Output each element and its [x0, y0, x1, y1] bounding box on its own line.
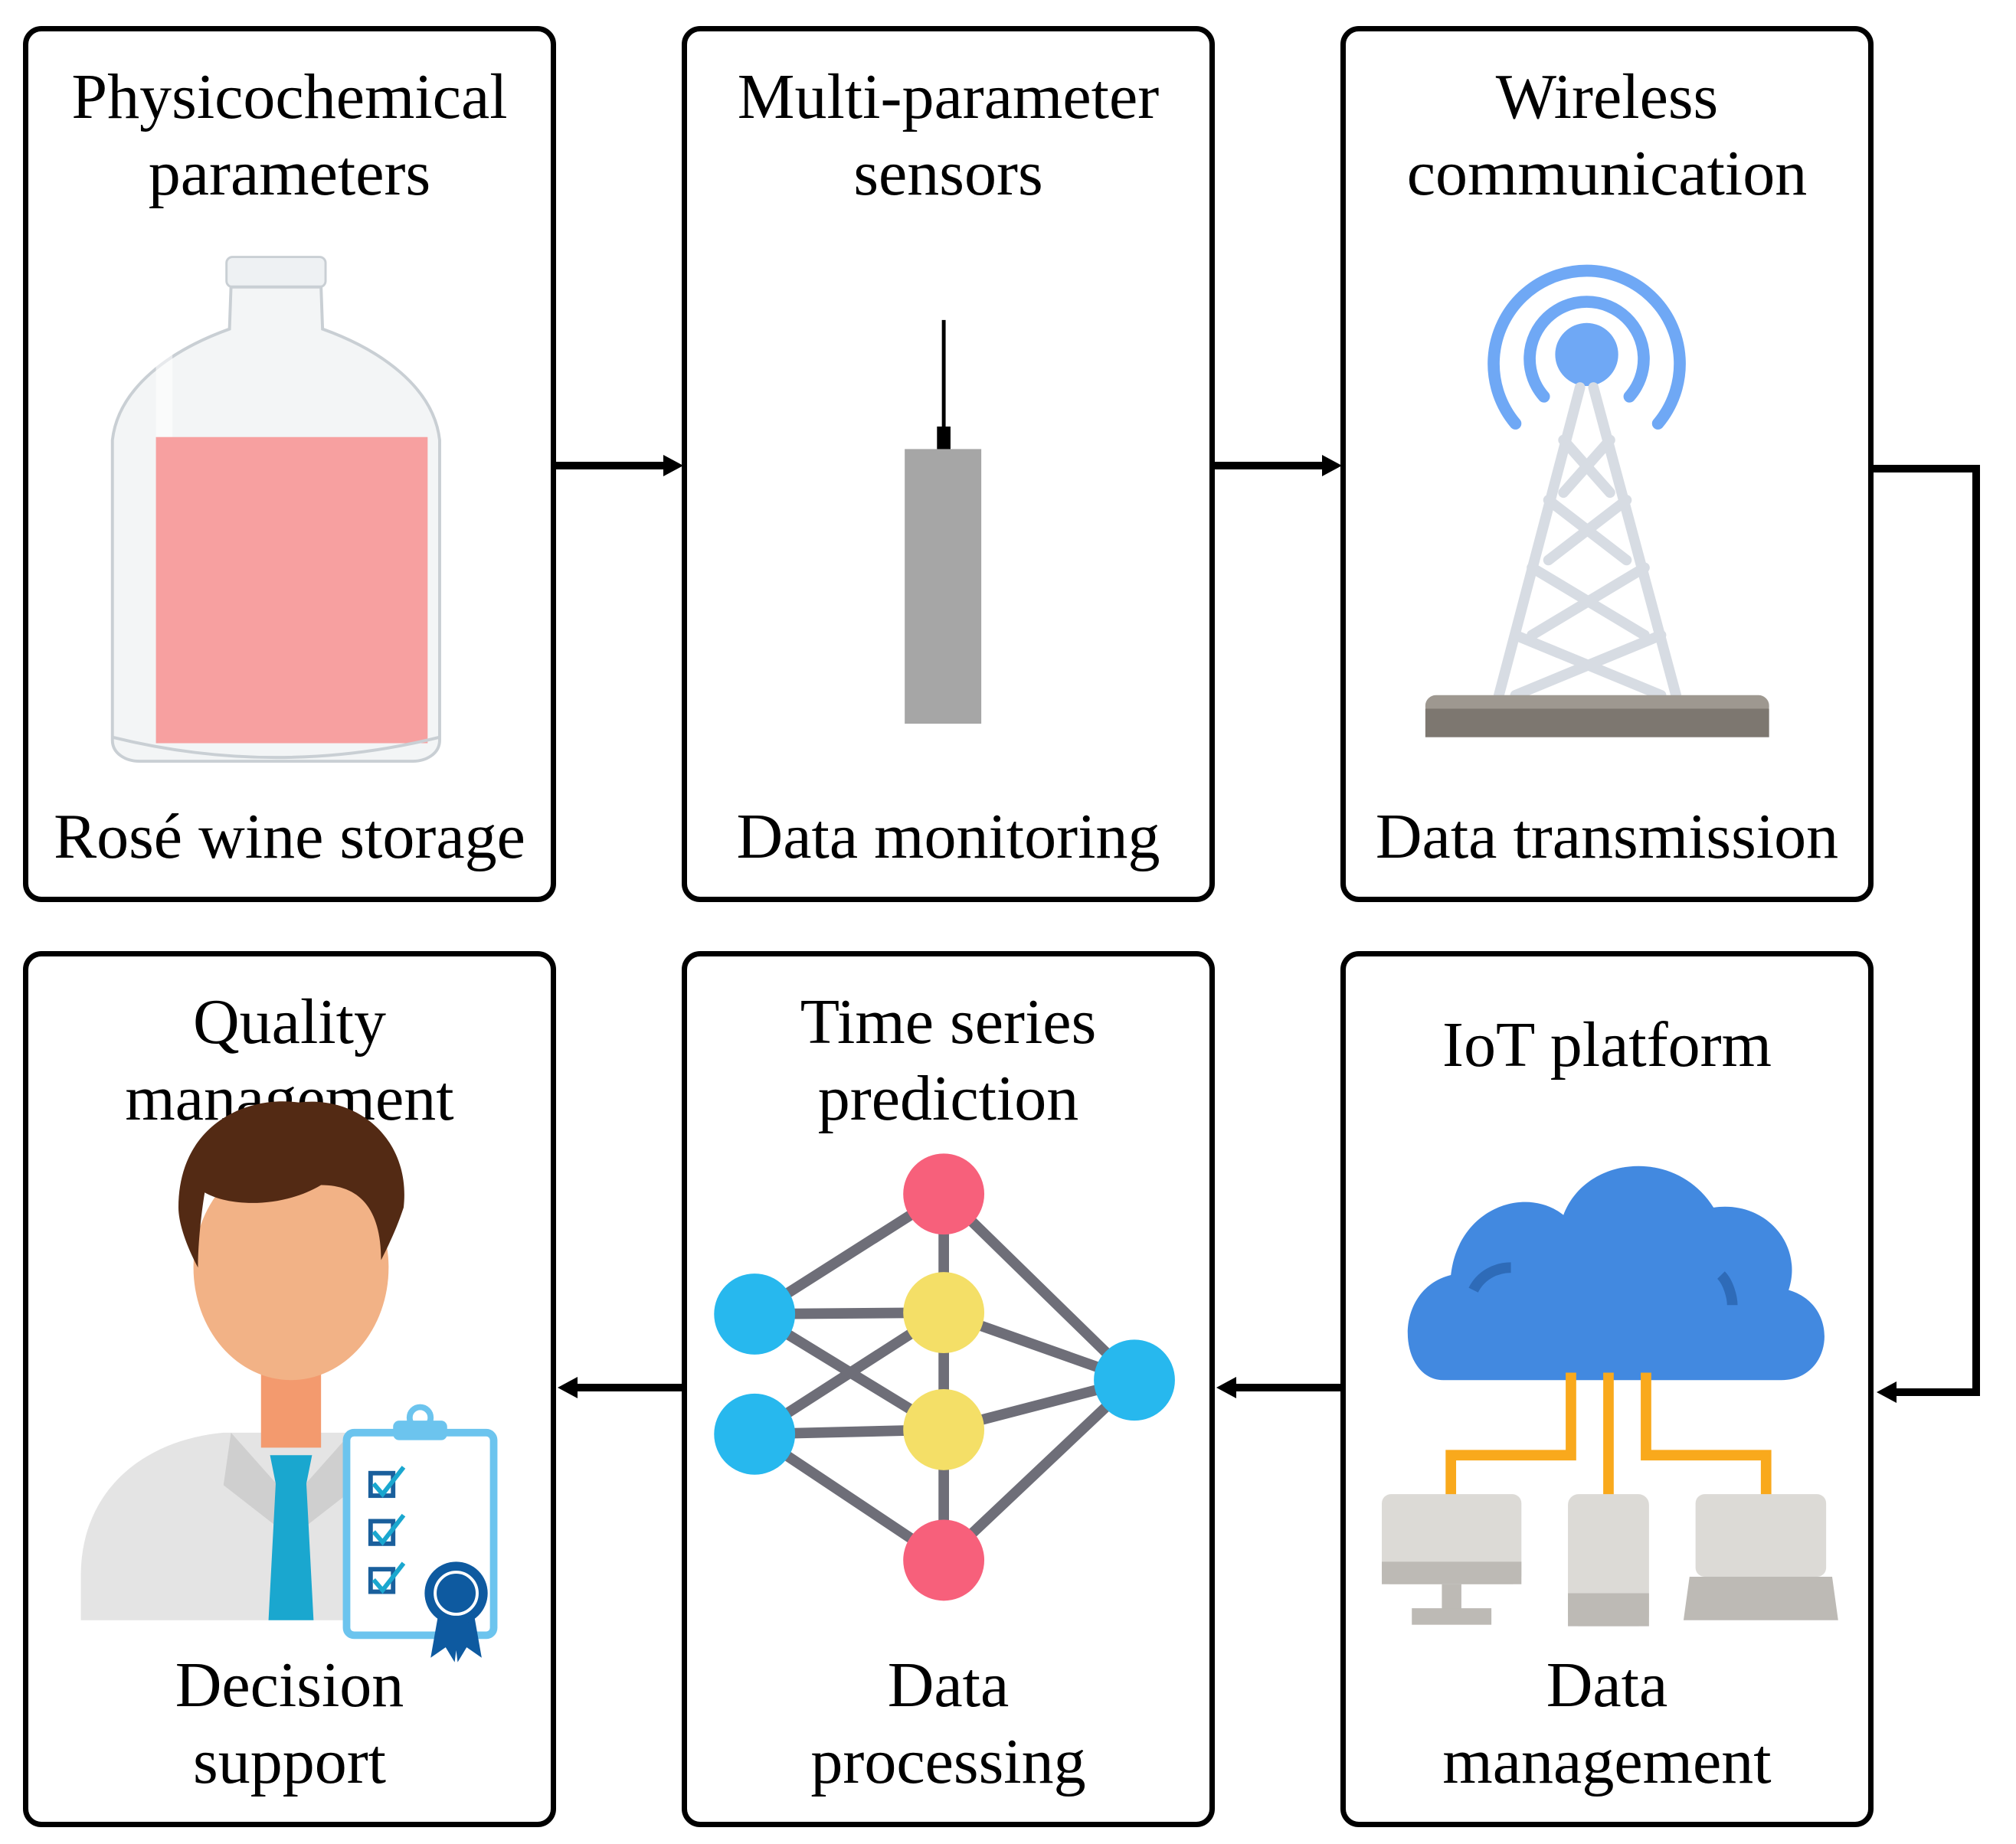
panel-data-transmission: Wireless communication Data transmission [1340, 26, 1874, 902]
neural-network-icon [714, 1153, 1175, 1601]
panel-title: IoT platform [1442, 1009, 1772, 1081]
panel-title: Physicochemical parameters [71, 61, 508, 209]
cloud-platform-icon [1382, 1166, 1838, 1627]
panel-rose-wine-storage: Physicochemical parameters Rosé wine sto… [23, 26, 556, 902]
panel-caption: Data transmission [1375, 801, 1839, 872]
arrowhead-icon [663, 455, 683, 476]
panel-caption: Rosé wine storage [54, 801, 525, 872]
manager-checklist-icon [80, 1101, 498, 1663]
panel-title: Wireless communication [1406, 61, 1808, 209]
panel-decision-support: Quality management Decision support [23, 951, 556, 1827]
arrow-transmission-to-management [1874, 465, 1980, 1396]
radio-tower-icon [1425, 264, 1769, 737]
sensor-probe-icon [905, 319, 982, 724]
panel-title: Time series prediction [800, 986, 1097, 1134]
arrowhead-icon [1877, 1381, 1897, 1403]
panel-caption: Data management [1442, 1649, 1772, 1797]
arrowhead-icon [1322, 455, 1342, 476]
panel-caption: Data processing [810, 1649, 1086, 1797]
panel-caption: Decision support [175, 1649, 404, 1797]
wine-bottle-icon [110, 256, 441, 763]
arrowhead-icon [558, 1377, 578, 1398]
panel-data-processing: Time series prediction Data processing [682, 951, 1215, 1827]
panel-title: Multi-parameter sensors [737, 61, 1160, 209]
panel-data-management: IoT platform Data management [1340, 951, 1874, 1827]
arrowhead-icon [1216, 1377, 1236, 1398]
panel-data-monitoring: Multi-parameter sensors Data monitoring [682, 26, 1215, 902]
panel-caption: Data monitoring [736, 801, 1160, 872]
